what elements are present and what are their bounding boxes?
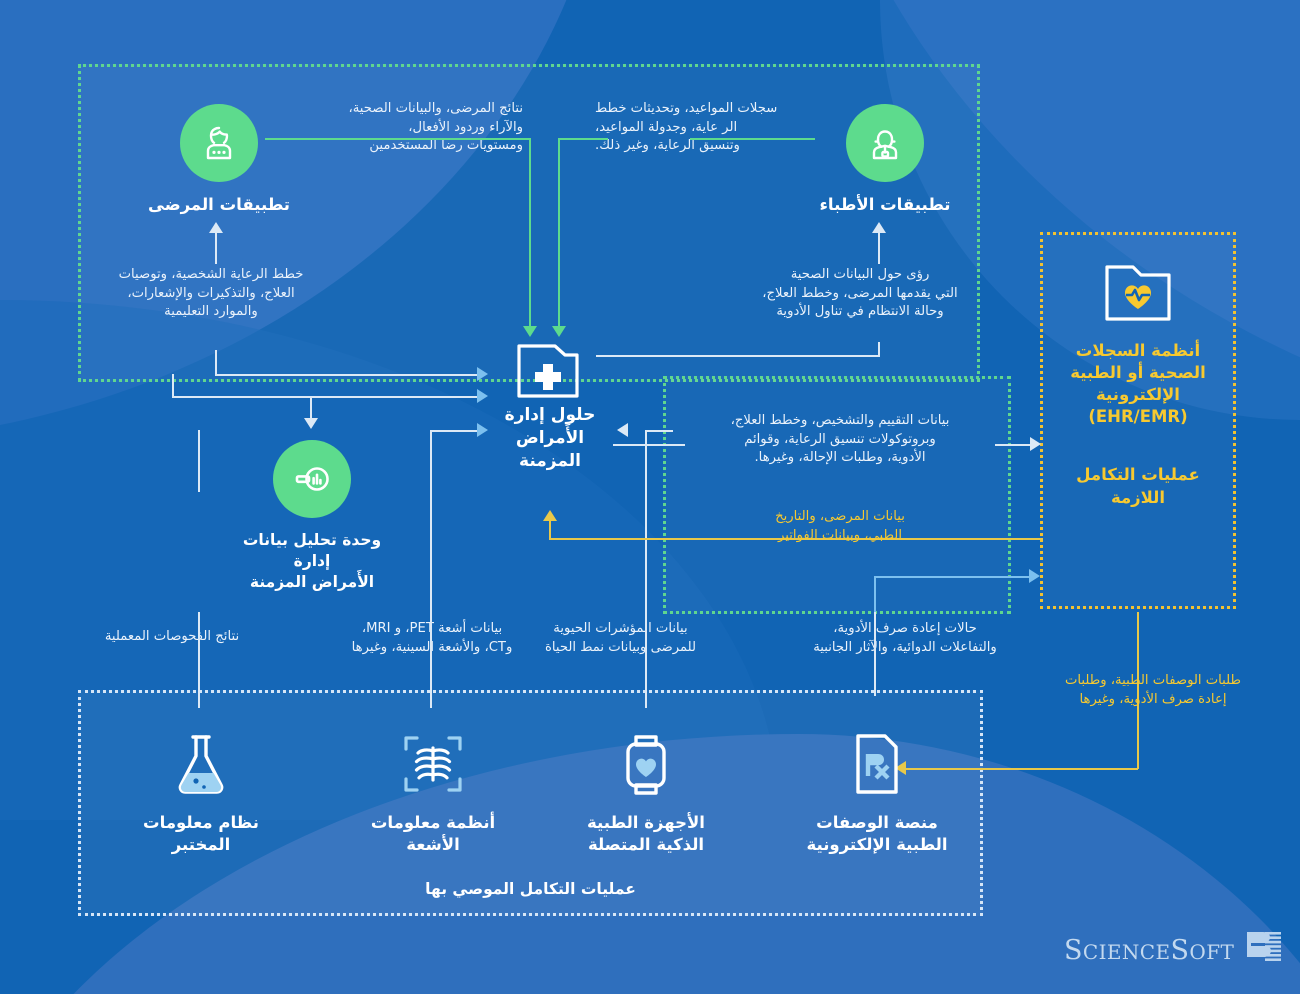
- eprescription-title: منصة الوصفات الطبية الإلكترونية: [806, 813, 948, 855]
- flow-label-hub-to-doctor: رؤى حول البيانات الصحية التي يقدمها المر…: [762, 267, 958, 320]
- hub-title: حلول إدارة الأَمراض المزمنة: [504, 405, 596, 471]
- flow-label-lab-results: نتائج الفحوصات المعملية: [104, 629, 240, 644]
- connector-yellow-h-ehr: [549, 538, 1043, 540]
- connector-inbound-3-v: [430, 430, 432, 694]
- connector-doctor-green-h: [558, 138, 608, 140]
- folder-heartbeat-icon: [1050, 256, 1226, 328]
- logo-oft: OFT: [1189, 939, 1235, 964]
- applications-group-box: [78, 64, 980, 382]
- prescription-document-icon: [796, 728, 958, 800]
- connector-doctor-green-h2: [690, 138, 815, 140]
- arrow-left-into-hub: [617, 423, 628, 437]
- flow-label-doctor-to-hub: سجلات المواعيد، وتحديثات خطط الر عاية، و…: [595, 101, 778, 154]
- arrow-right-hub-in-3: [477, 423, 488, 437]
- arrow-right-into-ehr-lower: [1029, 569, 1040, 583]
- flow-label-ehr-to-hub: بيانات المرضى، والتاريخ الطبي، وبيانات ا…: [775, 509, 905, 543]
- doctor-avatar-icon: [846, 104, 924, 182]
- connector-radiology-v: [430, 612, 432, 708]
- center-right-flows-group-box: [663, 376, 1011, 614]
- arrow-up-doctor-apps: [872, 222, 886, 233]
- sciencesoft-logo: SCIENCESOFT: [1064, 928, 1283, 972]
- patient-avatar-icon: [180, 104, 258, 182]
- arrow-yellow-up-hub: [543, 510, 557, 521]
- wearables-title: الأجهزة الطبية الذكية المتصلة: [587, 813, 705, 855]
- arrow-right-hub-in-1: [477, 367, 488, 381]
- arrow-green-down-doctor: [552, 326, 566, 337]
- connector-patient-green-v: [529, 138, 531, 328]
- arrow-green-down-patient: [523, 326, 537, 337]
- xray-ribcage-icon: [360, 728, 506, 800]
- node-eprescription-platform[interactable]: منصة الوصفات الطبية الإلكترونية: [796, 728, 958, 856]
- connector-analytics-v: [310, 396, 312, 424]
- arrow-down-analytics: [304, 418, 318, 429]
- connector-hub-to-patient-h: [215, 374, 480, 376]
- node-connected-smart-devices[interactable]: الأجهزة الطبية الذكية المتصلة: [572, 728, 720, 856]
- analytics-unit-title: وحدة تحليل بيانات إدارة الأَمراض المزمنة: [242, 531, 382, 591]
- flow-label-hub-to-ehr: بيانات التقييم والتشخيص، وخطط العلاج، وب…: [730, 413, 950, 466]
- radiology-title: أنظمة معلومات الأشعة: [370, 813, 496, 855]
- connector-hub-ehr-h1: [613, 444, 685, 446]
- magnifier-chart-icon: [273, 440, 351, 518]
- ehr-title: أنظمة السجلات الصحية أو الطبية الإلكترون…: [1070, 341, 1206, 427]
- connector-inbound-2-v: [172, 374, 174, 398]
- ehr-subtitle: عمليات التكامل اللازمة: [1076, 465, 1200, 507]
- node-patient-apps[interactable]: تطبيقات المرضى: [144, 104, 294, 216]
- flow-label-vitals-data: بيانات المؤشرات الحيوية للمرضى وبيانات ن…: [544, 621, 697, 655]
- node-analytics-unit[interactable]: وحدة تحليل بيانات إدارة الأَمراض المزمنة: [240, 440, 384, 592]
- flow-label-patient-to-hub: نتائج المرضى، والبيانات الصحية، والآراء …: [348, 101, 523, 154]
- ehr-group-box: [1040, 232, 1236, 609]
- connector-hub-ehr-h2: [995, 444, 1035, 446]
- arrow-left-into-eprescription: [895, 761, 906, 775]
- flow-label-prescription-requests: طلبات الوصفات الطبية، وطلبات إعادة صرف ا…: [1064, 673, 1242, 707]
- connector-inbound-3-h: [430, 430, 482, 432]
- connector-doctor-green-v: [558, 138, 560, 328]
- connector-yellow-up-v: [549, 520, 551, 540]
- connector-hub-to-doctor-v: [878, 232, 880, 264]
- connector-hub-to-doctor-v2: [878, 342, 880, 356]
- logo-s2: S: [1170, 934, 1190, 966]
- connector-inbound-2-h: [172, 396, 482, 398]
- node-radiology-information-system[interactable]: أنظمة معلومات الأشعة: [360, 728, 506, 856]
- doctor-apps-title: تطبيقات الأطباء: [819, 195, 951, 214]
- flow-label-dispense-data: حالات إعادة صرف الأدوية، والتفاعلات الدو…: [813, 621, 997, 655]
- connector-ehr-down-yellow: [1137, 612, 1139, 769]
- flow-label-hub-to-patient: خطط الرعاية الشخصية، وتوصيات العلاج، وال…: [118, 267, 304, 320]
- recommended-integrations-caption: عمليات التكامل الموصي بها: [425, 880, 636, 898]
- connector-lab-v: [198, 612, 200, 708]
- arrow-right-into-ehr: [1030, 437, 1041, 451]
- connector-lab-v-upper: [198, 430, 200, 492]
- node-lab-information-system[interactable]: نظام معلومات المختبر: [128, 728, 274, 856]
- sciencesoft-mark-icon: [1247, 932, 1282, 961]
- logo-cience: CIENCE: [1082, 939, 1171, 964]
- lab-title: نظام معلومات المختبر: [143, 813, 259, 855]
- patient-apps-title: تطبيقات المرضى: [148, 195, 290, 214]
- medical-folder-cross-icon: [505, 340, 591, 402]
- arrow-up-patient-apps: [209, 222, 223, 233]
- logo-s1: S: [1064, 934, 1083, 966]
- lab-flask-icon: [128, 728, 274, 800]
- connector-hub-to-doctor-h: [596, 355, 880, 357]
- flow-label-imaging-data: بيانات أشعة PET، و MRI، وCT، والأشعة الس…: [351, 621, 513, 655]
- connector-lower-ehr-h: [874, 576, 1034, 578]
- connector-hub-down-center: [645, 430, 647, 694]
- node-doctor-apps[interactable]: تطبيقات الأطباء: [810, 104, 960, 216]
- connector-hub-to-patient-v: [215, 232, 217, 264]
- connector-wearables-v: [645, 612, 647, 708]
- connector-patient-green-top: [265, 138, 531, 140]
- node-ehr[interactable]: أنظمة السجلات الصحية أو الطبية الإلكترون…: [1050, 256, 1226, 509]
- recommended-integrations-group-box: [78, 690, 983, 916]
- connector-ehr-hub-yellow: [903, 538, 1043, 540]
- connector-eprescription-v: [874, 612, 876, 696]
- arrow-right-hub-in-2: [477, 389, 488, 403]
- connector-ehr-eprescription-h: [906, 768, 1138, 770]
- connector-hub-down-center-h: [645, 430, 673, 432]
- smartwatch-heart-icon: [572, 728, 720, 800]
- sciencesoft-wordmark: SCIENCESOFT: [1064, 935, 1234, 966]
- connector-hub-to-patient-v2: [215, 350, 217, 376]
